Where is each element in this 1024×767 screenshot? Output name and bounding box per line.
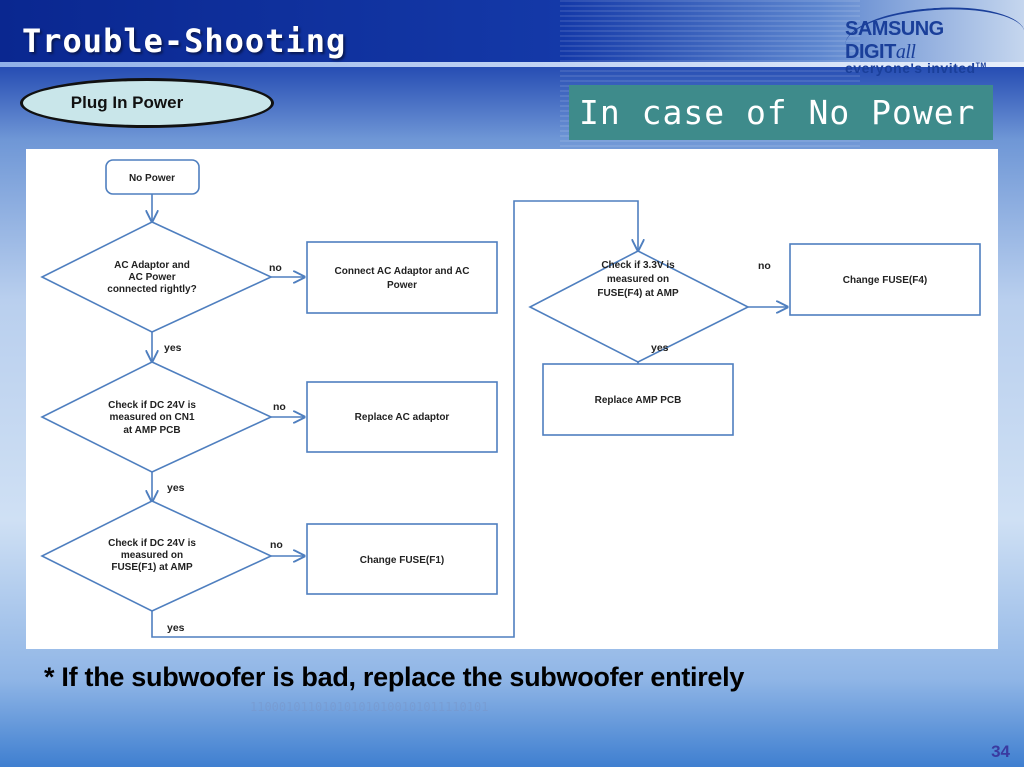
decision-text: measured on bbox=[607, 274, 669, 285]
decision-text: connected rightly? bbox=[107, 284, 196, 295]
section-pill: Plug In Power bbox=[20, 78, 274, 128]
yes-label: yes bbox=[651, 342, 669, 354]
page-number: 34 bbox=[991, 742, 1010, 761]
case-heading: In case of No Power bbox=[569, 85, 993, 140]
logo-tm: TM bbox=[975, 62, 987, 70]
case-heading-text: In case of No Power bbox=[579, 93, 976, 132]
decision-text: AC Power bbox=[128, 272, 175, 283]
decision-text: measured on CN1 bbox=[109, 412, 194, 423]
no-label: no bbox=[269, 262, 282, 274]
decision-text: Check if 3.3V is bbox=[601, 260, 675, 271]
no-label: no bbox=[273, 401, 286, 413]
decision-text: Check if DC 24V is bbox=[108, 400, 196, 411]
flowchart-panel: No Power AC Adaptor and AC Power connect… bbox=[26, 149, 998, 649]
decision-text: AC Adaptor and bbox=[114, 260, 190, 271]
section-pill-label: Plug In Power bbox=[70, 93, 184, 112]
flowchart: No Power AC Adaptor and AC Power connect… bbox=[40, 159, 981, 638]
footnote: * If the subwoofer is bad, replace the s… bbox=[44, 662, 745, 692]
logo-brand-suffix: all bbox=[895, 41, 916, 63]
action-text: Power bbox=[387, 280, 417, 291]
decision-1-text: AC Adaptor and AC Power connected rightl… bbox=[107, 260, 196, 295]
logo-brand: SAMSUNG DIGIT bbox=[845, 18, 944, 63]
decision-text: FUSE(F4) at AMP bbox=[597, 288, 679, 299]
action-text: Connect AC Adaptor and AC bbox=[335, 266, 470, 277]
decision-text: FUSE(F1) at AMP bbox=[111, 562, 193, 573]
action-text: Replace AMP PCB bbox=[595, 395, 682, 406]
decision-text: at AMP PCB bbox=[123, 425, 180, 436]
header-band bbox=[0, 0, 1024, 66]
no-label: no bbox=[758, 260, 771, 272]
action-node bbox=[542, 363, 734, 436]
action-text: Replace AC adaptor bbox=[355, 412, 450, 423]
decision-text: Check if DC 24V is bbox=[108, 538, 196, 549]
background-binary-text: 110001011010101010100101011110101 bbox=[250, 700, 489, 714]
logo-tagline: everyone's invited bbox=[845, 60, 976, 76]
slide-title: Trouble-Shooting bbox=[22, 22, 347, 60]
no-label: no bbox=[270, 539, 283, 551]
action-text: Change FUSE(F4) bbox=[843, 275, 927, 286]
header-divider bbox=[0, 62, 1024, 67]
action-node bbox=[306, 381, 498, 453]
action-text: Change FUSE(F1) bbox=[360, 555, 444, 566]
yes-label: yes bbox=[167, 482, 185, 494]
samsung-logo: SAMSUNG DIGITall everyone's invitedTM bbox=[843, 1, 1024, 77]
action-node bbox=[306, 523, 498, 595]
action-node bbox=[306, 241, 498, 314]
connector bbox=[151, 200, 638, 638]
yes-label: yes bbox=[167, 622, 185, 634]
start-label: No Power bbox=[129, 173, 175, 184]
action-node bbox=[789, 243, 981, 316]
decision-text: measured on bbox=[121, 550, 183, 561]
yes-label: yes bbox=[164, 342, 182, 354]
